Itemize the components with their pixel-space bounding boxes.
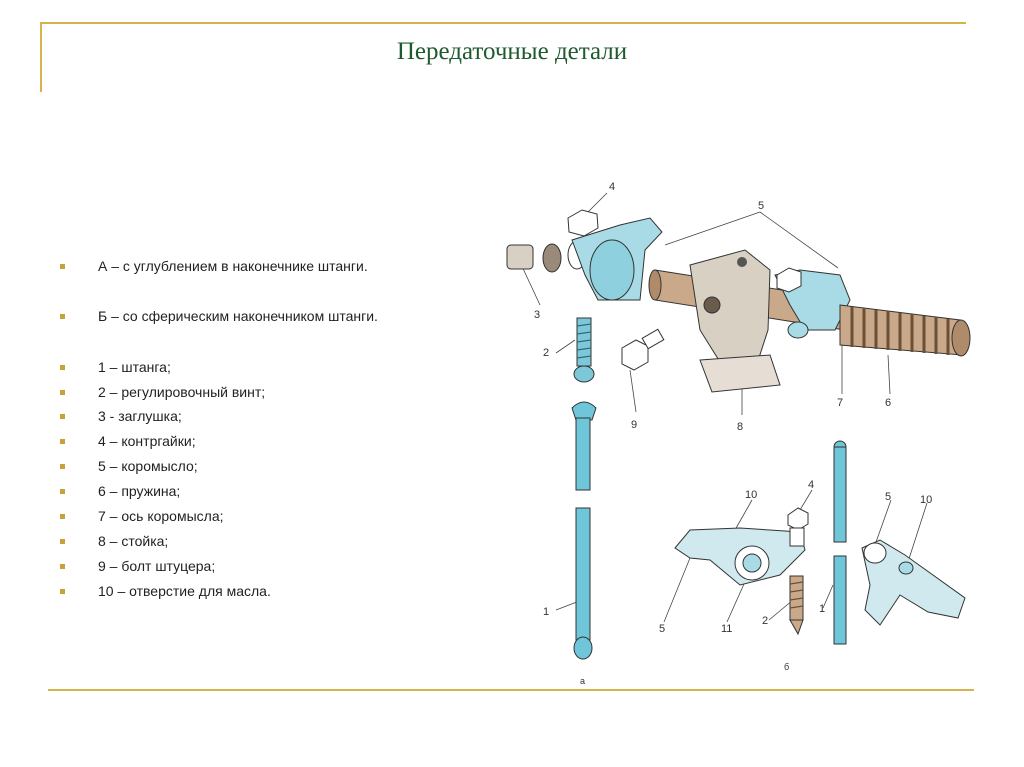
- legend-text: А – с углублением в наконечнике штанги.: [98, 258, 368, 274]
- rocker-right: [774, 267, 851, 339]
- callout-label: 5: [659, 623, 665, 635]
- legend-text: 7 – ось коромысла;: [98, 508, 224, 524]
- callout-label: 10: [745, 489, 757, 501]
- legend-text: 9 – болт штуцера;: [98, 558, 216, 574]
- leader-lines: [519, 192, 928, 623]
- bullet-marker: [60, 539, 65, 544]
- legend-text: 3 - заглушка;: [98, 408, 182, 424]
- legend-text: 1 – штанга;: [98, 359, 171, 375]
- bullet-marker: [60, 489, 65, 494]
- adjusting-screw-b: [789, 575, 804, 636]
- banjo-bolt: [621, 328, 665, 371]
- legend-text: 5 – коромысло;: [98, 458, 198, 474]
- callout-label: 8: [737, 421, 743, 433]
- bullet-marker: [60, 564, 65, 569]
- bullet-marker: [60, 390, 65, 395]
- callout-label: 5: [758, 200, 764, 212]
- bullet-marker: [60, 514, 65, 519]
- callout-label: 6: [885, 397, 891, 409]
- bullet-marker: [60, 439, 65, 444]
- bullet-marker: [60, 589, 65, 594]
- callout-label: 11: [721, 623, 732, 635]
- top-border-line: [40, 22, 966, 24]
- pushrod-a: [571, 401, 597, 660]
- callout-label: 2: [543, 347, 549, 359]
- stand-part: [689, 249, 781, 393]
- callout-label: 4: [808, 479, 814, 491]
- figure-caption-a: а: [580, 676, 585, 686]
- legend-text: Б – со сферическим наконечником штанги.: [98, 308, 378, 324]
- callout-label: 1: [819, 603, 825, 615]
- callout-label: 4: [609, 181, 615, 193]
- pushrod-b: [833, 440, 847, 645]
- callout-label: 7: [837, 397, 843, 409]
- adjusting-screw: [573, 317, 595, 383]
- left-border-line: [40, 22, 42, 92]
- callout-label: 1: [543, 606, 549, 618]
- legend-text: 6 – пружина;: [98, 483, 181, 499]
- bullet-marker: [60, 314, 65, 319]
- rocker-assembly-figure: 4 5 3 2 9 8 7 6 1 10 4 5 10 5 11 2 1 а б: [506, 181, 971, 686]
- callout-label: 9: [631, 419, 637, 431]
- spring-part: [839, 304, 971, 357]
- callout-label: 3: [534, 309, 540, 321]
- callout-label: 10: [920, 494, 932, 506]
- legend-text: 10 – отверстие для масла.: [98, 583, 271, 599]
- bullet-marker: [60, 464, 65, 469]
- bottom-border-line: [48, 689, 974, 691]
- rocker-b-side: [674, 507, 809, 586]
- spring-coils: [850, 307, 950, 355]
- slide-title: Передаточные детали: [396, 38, 628, 65]
- bullet-marker: [60, 414, 65, 419]
- legend-text: 4 – контргайки;: [98, 433, 196, 449]
- rocker-b-3d: [861, 539, 966, 626]
- figure-caption-b: б: [784, 662, 789, 672]
- legend-text: 8 – стойка;: [98, 533, 169, 549]
- rocker-left: [571, 217, 663, 301]
- bullet-marker: [60, 365, 65, 370]
- bullet-marker: [60, 264, 65, 269]
- callout-label: 5: [885, 491, 891, 503]
- callout-label: 2: [762, 615, 768, 627]
- legend-text: 2 – регулировочный винт;: [98, 384, 266, 400]
